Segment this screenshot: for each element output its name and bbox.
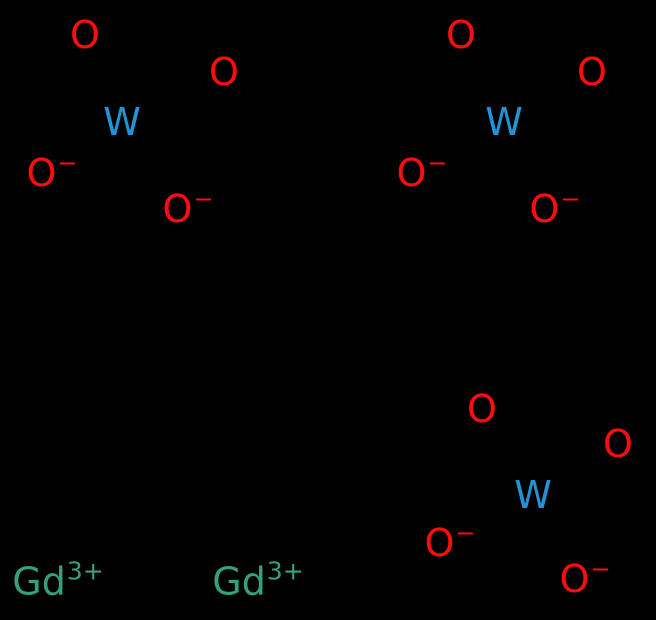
bond-tungsten-oxygen — [465, 51, 500, 106]
atom-label-gd1: Gd3+ — [12, 556, 104, 604]
atom-charge: − — [560, 184, 581, 213]
atom-charge: − — [590, 554, 611, 583]
atom-charge: − — [193, 184, 214, 213]
atom-symbol: O — [209, 50, 239, 94]
atom-symbol: Gd — [212, 559, 266, 604]
atom-symbol: O — [577, 50, 607, 94]
atom-label-w3_o_dbl: O — [467, 390, 497, 428]
atom-symbol: O — [467, 387, 497, 431]
atom-label-w1_o_dbl: O — [70, 16, 100, 54]
atom-label-w2_o_lft: O− — [396, 148, 448, 195]
atom-symbol: Gd — [12, 559, 66, 604]
atom-label-w1_o_dn: O− — [162, 184, 214, 231]
atom-charge: 3+ — [66, 556, 104, 586]
atom-symbol: O — [26, 150, 57, 195]
atom-label-w3: W — [514, 476, 552, 514]
atom-label-w1_o_lft: O− — [26, 148, 78, 195]
atom-charge: 3+ — [266, 556, 304, 586]
bond-tungsten-oxygen — [549, 453, 602, 486]
atom-label-w2_o_dn: O− — [529, 184, 581, 231]
atom-charge: − — [57, 148, 78, 177]
atom-symbol: W — [514, 473, 552, 517]
atom-label-w2: W — [485, 103, 523, 141]
atom-symbol: O — [424, 520, 455, 565]
atom-label-w1: W — [103, 103, 141, 141]
atom-label-w1_o_up: O — [209, 53, 239, 91]
bond-tungsten-oxygen — [488, 424, 527, 480]
bond-tungsten-oxygen — [521, 80, 575, 114]
atom-symbol: W — [103, 100, 141, 144]
atom-label-w2_o_up: O — [577, 53, 607, 91]
atom-symbol: O — [603, 422, 633, 466]
atom-label-w3_o_up: O — [603, 425, 633, 463]
atom-label-w3_o_dn: O− — [559, 554, 611, 601]
bond-tungsten-oxygen — [139, 79, 207, 115]
bond-tungsten-oxygen — [512, 139, 547, 191]
atom-symbol: O — [162, 186, 193, 231]
atom-label-w2_o_dbl: O — [446, 16, 476, 54]
bond-tungsten-oxygen — [88, 52, 119, 105]
atom-symbol: W — [485, 100, 523, 144]
atom-symbol: O — [559, 556, 590, 601]
bond-tungsten-oxygen — [133, 137, 177, 193]
atom-label-w3_o_lft: O− — [424, 518, 476, 565]
bond-tungsten-oxygen — [542, 511, 576, 562]
atom-symbol: O — [70, 13, 100, 57]
atom-label-gd2: Gd3+ — [212, 556, 304, 604]
atom-charge: − — [455, 518, 476, 547]
atom-symbol: O — [396, 150, 427, 195]
atom-symbol: O — [446, 13, 476, 57]
atom-charge: − — [427, 148, 448, 177]
atom-symbol: O — [529, 186, 560, 231]
